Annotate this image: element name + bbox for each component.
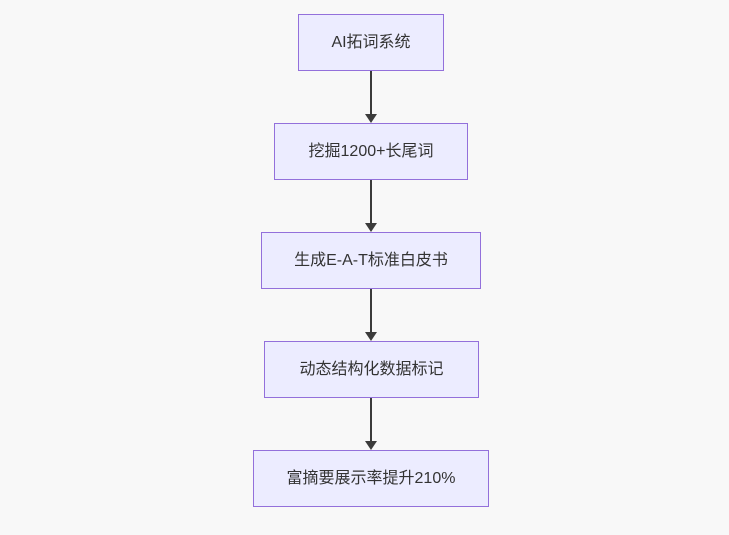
flowchart-node-4-label: 动态结构化数据标记 [299,360,444,378]
flowchart-node-5: 富摘要展示率提升210% [253,450,489,507]
flowchart-node-1: AI拓词系统 [298,14,444,71]
flowchart-node-3-label: 生成E-A-T标准白皮书 [294,251,448,269]
flowchart-node-4: 动态结构化数据标记 [264,341,479,398]
edge-line [370,180,372,223]
flowchart-node-2: 挖掘1200+长尾词 [274,123,468,180]
flow-edge-3 [365,289,377,341]
arrowhead-down-icon [365,441,377,450]
flow-edge-2 [365,180,377,232]
flowchart-node-3: 生成E-A-T标准白皮书 [261,232,481,289]
flowchart-node-2-label: 挖掘1200+长尾词 [308,142,434,160]
flowchart-node-1-label: AI拓词系统 [331,33,411,51]
flowchart-node-5-label: 富摘要展示率提升210% [286,469,456,487]
edge-line [370,289,372,332]
arrowhead-down-icon [365,332,377,341]
arrowhead-down-icon [365,223,377,232]
arrowhead-down-icon [365,114,377,123]
edge-line [370,71,372,114]
flow-edge-4 [365,398,377,450]
flow-edge-1 [365,71,377,123]
edge-line [370,398,372,441]
